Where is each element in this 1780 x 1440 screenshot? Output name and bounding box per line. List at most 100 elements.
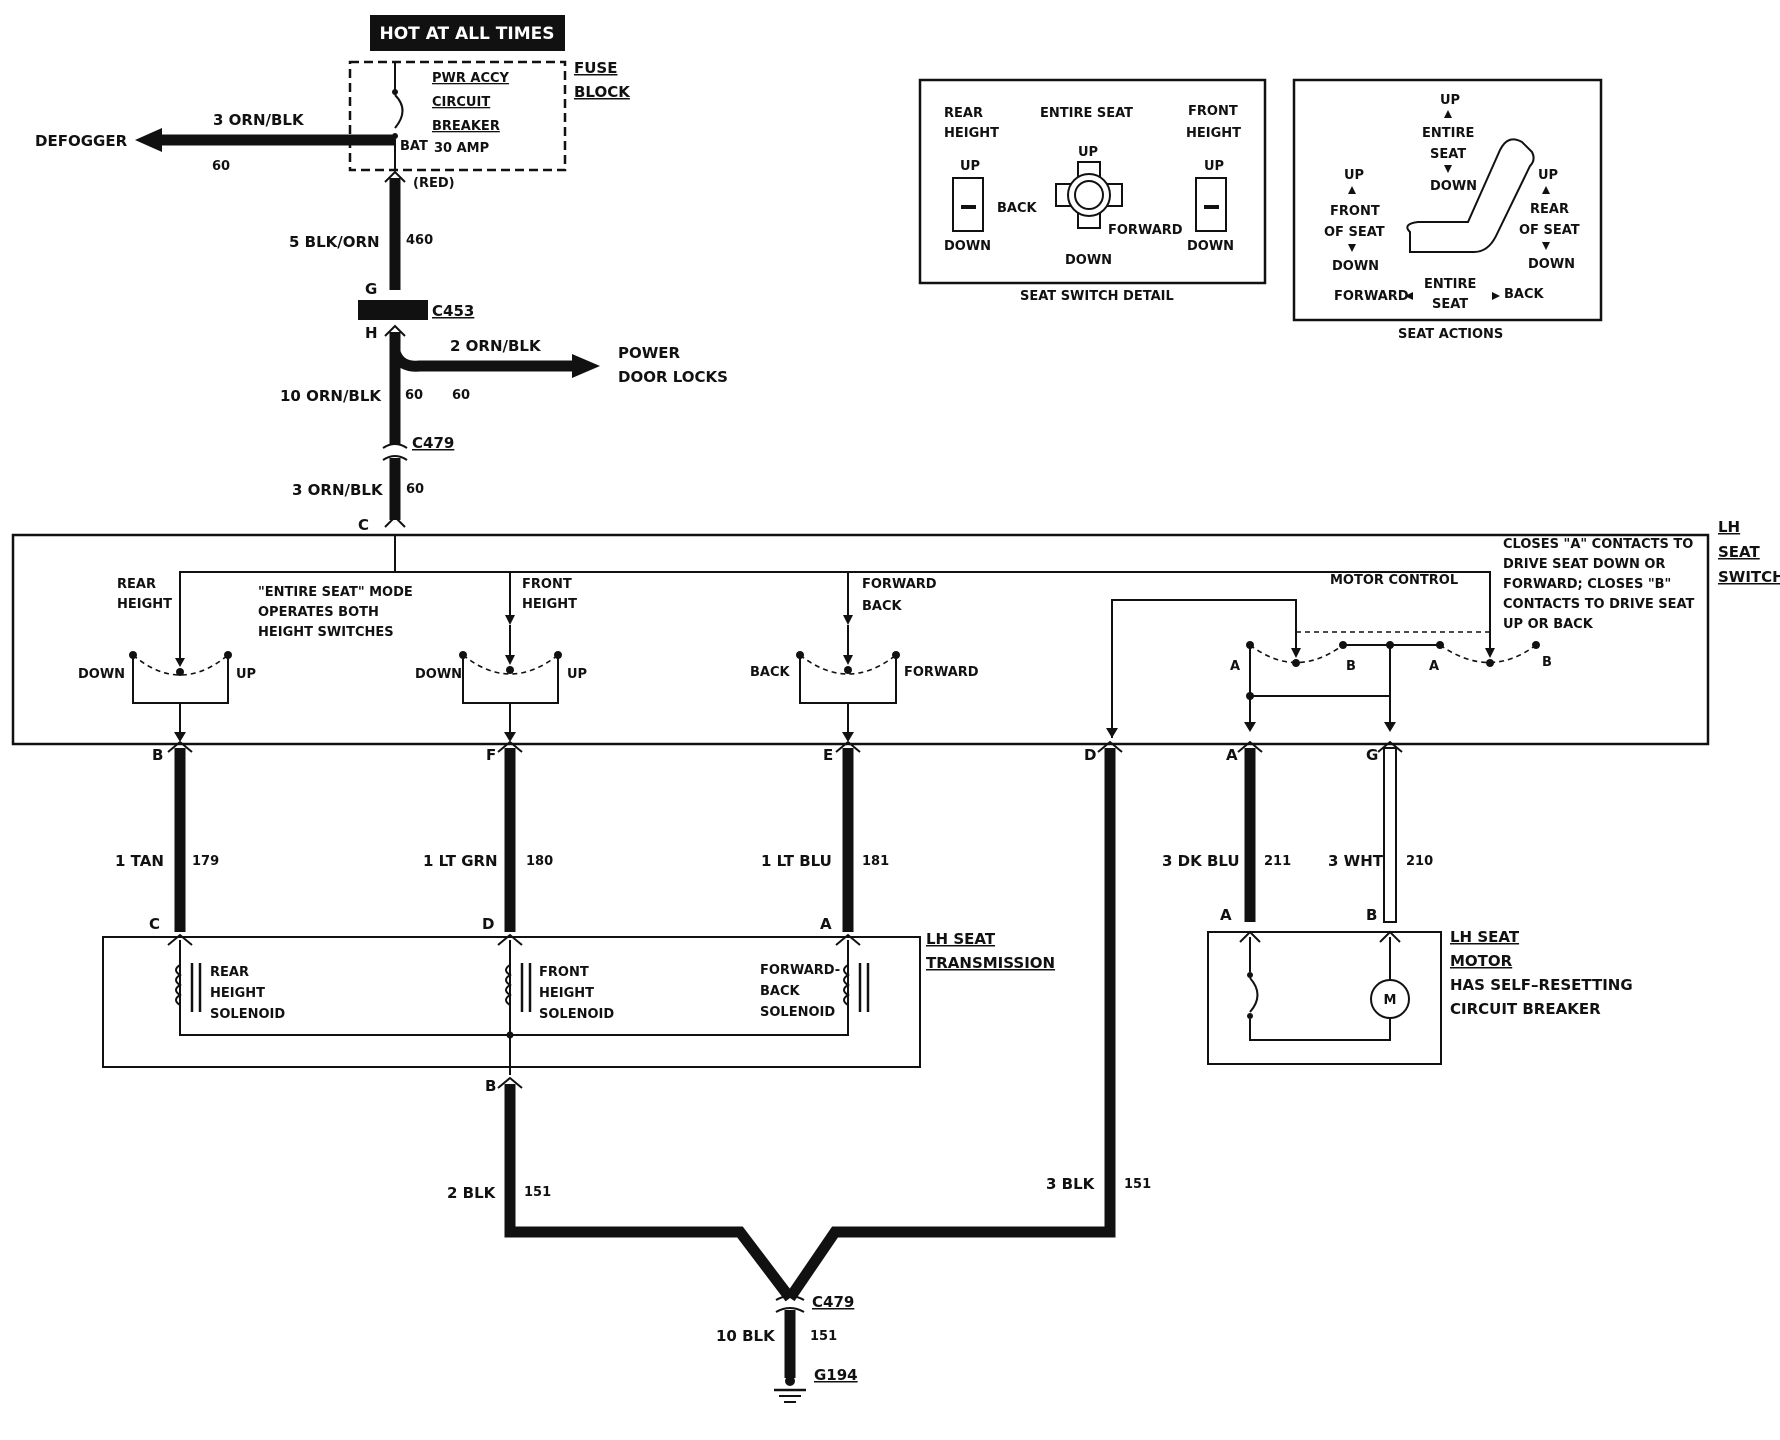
wire-tan-circuit: 179	[192, 854, 219, 869]
detail-front-2: HEIGHT	[1186, 126, 1241, 141]
detail-rear-1: REAR	[944, 106, 983, 121]
pin-a-top: A	[1226, 746, 1238, 764]
door-locks-arrow-icon	[572, 354, 600, 378]
rear-height-label-2: HEIGHT	[117, 597, 172, 612]
motor-note-5: UP OR BACK	[1503, 617, 1594, 632]
fwd-solenoid-label-3: SOLENOID	[760, 1005, 835, 1020]
trans-ground-circuit: 151	[524, 1185, 551, 1200]
seat-actions-caption: SEAT ACTIONS	[1398, 327, 1503, 342]
c479-bottom-label: C479	[812, 1293, 854, 1311]
fuse-block-title-2: BLOCK	[574, 83, 631, 101]
fwd-solenoid-label-2: BACK	[760, 984, 801, 999]
fwd-solenoid-label-1: FORWARD-	[760, 963, 840, 978]
rear-height-toggle-icon	[952, 177, 984, 232]
wire-dk-blu-circuit: 211	[1264, 854, 1291, 869]
fwd-back-forward-label: FORWARD	[904, 665, 979, 680]
rear-down-label: DOWN	[78, 667, 125, 682]
motor-note-2: CIRCUIT BREAKER	[1450, 1000, 1601, 1018]
rear-solenoid-label-1: REAR	[210, 965, 249, 980]
motor-control-switch	[1106, 599, 1540, 738]
c453-pin-g: G	[365, 280, 377, 298]
detail-front-1: FRONT	[1188, 104, 1238, 119]
bat-label: BAT	[400, 139, 428, 154]
seat-silhouette-icon	[1406, 138, 1535, 253]
actions-down-arrow-icon	[1444, 165, 1452, 173]
breaker-label-2: CIRCUIT	[432, 95, 490, 110]
contact-a-left: A	[1230, 659, 1240, 674]
pin-f-connector-icon	[497, 740, 523, 753]
feed-circuit: 460	[406, 233, 433, 248]
switch-bus	[179, 571, 1491, 612]
actions-front-up-arrow-icon	[1348, 186, 1356, 194]
motor-m-label: M	[1384, 993, 1397, 1008]
actions-entire-1: ENTIRE	[1422, 126, 1474, 141]
forward-back-switch	[796, 615, 900, 742]
hot-at-all-times-label: HOT AT ALL TIMES	[380, 24, 555, 44]
detail-rear-2: HEIGHT	[944, 126, 999, 141]
wire-wht-circuit: 210	[1406, 854, 1433, 869]
entire-seat-note-1: "ENTIRE SEAT" MODE	[258, 585, 413, 600]
detail-entire-forward: FORWARD	[1108, 223, 1183, 238]
wire-lt-blu-circuit: 181	[862, 854, 889, 869]
wire-tan-label: 1 TAN	[115, 852, 164, 870]
actions-back: BACK	[1504, 287, 1545, 302]
front-solenoid-label-2: HEIGHT	[539, 986, 594, 1001]
contact-a-right: A	[1429, 659, 1439, 674]
actions-rear-down: DOWN	[1528, 257, 1575, 272]
actions-entire-bottom-1: ENTIRE	[1424, 277, 1476, 292]
wire-lt-grn-circuit: 180	[526, 854, 553, 869]
feed-wire-label: 5 BLK/ORN	[289, 233, 380, 251]
g194-label: G194	[814, 1366, 858, 1384]
entire-seat-note-2: OPERATES BOTH	[258, 605, 379, 620]
seat-switch-detail-box	[918, 78, 1267, 285]
wire-wht	[1383, 747, 1397, 923]
wire-blk-switch-circuit: 151	[1124, 1177, 1151, 1192]
lh-seat-switch-box	[11, 533, 1710, 746]
hot-at-all-times-banner	[370, 15, 565, 51]
detail-front-down: DOWN	[1187, 239, 1234, 254]
trans-ground-connector-icon	[497, 1076, 523, 1089]
actions-forward: FORWARD	[1334, 289, 1409, 304]
pin-a-connector-icon	[1237, 740, 1263, 753]
motor-pin-b: B	[1366, 906, 1377, 924]
actions-down: DOWN	[1430, 179, 1477, 194]
actions-front-1: FRONT	[1330, 204, 1380, 219]
front-down-label: DOWN	[415, 667, 462, 682]
detail-entire-up: UP	[1078, 145, 1098, 160]
front-height-label-1: FRONT	[522, 577, 572, 592]
seat-actions-box	[1292, 78, 1603, 322]
wire-blk-switch-ground	[785, 748, 1116, 1302]
contact-b-right: B	[1542, 655, 1552, 670]
door-locks-label-1: POWER	[618, 344, 681, 362]
detail-entire-back: BACK	[997, 201, 1038, 216]
c479-top-connector-icon	[382, 443, 408, 449]
pin-e-top: E	[823, 746, 833, 764]
solenoid-wiring	[167, 933, 870, 1075]
ground-wire-label: 10 BLK	[716, 1327, 776, 1345]
c453-connector-icon	[384, 324, 406, 337]
lh-seat-transmission-box	[102, 936, 921, 1068]
front-height-switch	[459, 615, 562, 742]
pin-b-top: B	[152, 746, 163, 764]
c453-pin-h: H	[365, 324, 378, 342]
switch-pin-c: C	[358, 516, 369, 534]
c479-top-label: C479	[412, 434, 454, 452]
front-up-label: UP	[567, 667, 587, 682]
actions-front-up: UP	[1344, 168, 1364, 183]
wire-dk-blu-label: 3 DK BLU	[1162, 852, 1240, 870]
trans-pin-c: C	[149, 915, 160, 933]
wire-lt-blu-label: 1 LT BLU	[761, 852, 832, 870]
switch-c-connector-icon	[384, 515, 406, 528]
switch-feed-wire-label: 3 ORN/BLK	[292, 481, 384, 499]
actions-up-arrow-icon	[1444, 110, 1452, 118]
door-locks-label-2: DOOR LOCKS	[618, 368, 728, 386]
rear-height-switch	[129, 610, 232, 742]
breaker-label-3: BREAKER	[432, 119, 500, 134]
red-label: (RED)	[413, 176, 455, 191]
motor-note-1: CLOSES "A" CONTACTS TO	[1503, 537, 1693, 552]
motor-icon	[1370, 979, 1410, 1019]
actions-entire-2: SEAT	[1430, 147, 1466, 162]
actions-front-down-arrow-icon	[1348, 244, 1356, 252]
trans-pin-a: A	[820, 915, 832, 933]
